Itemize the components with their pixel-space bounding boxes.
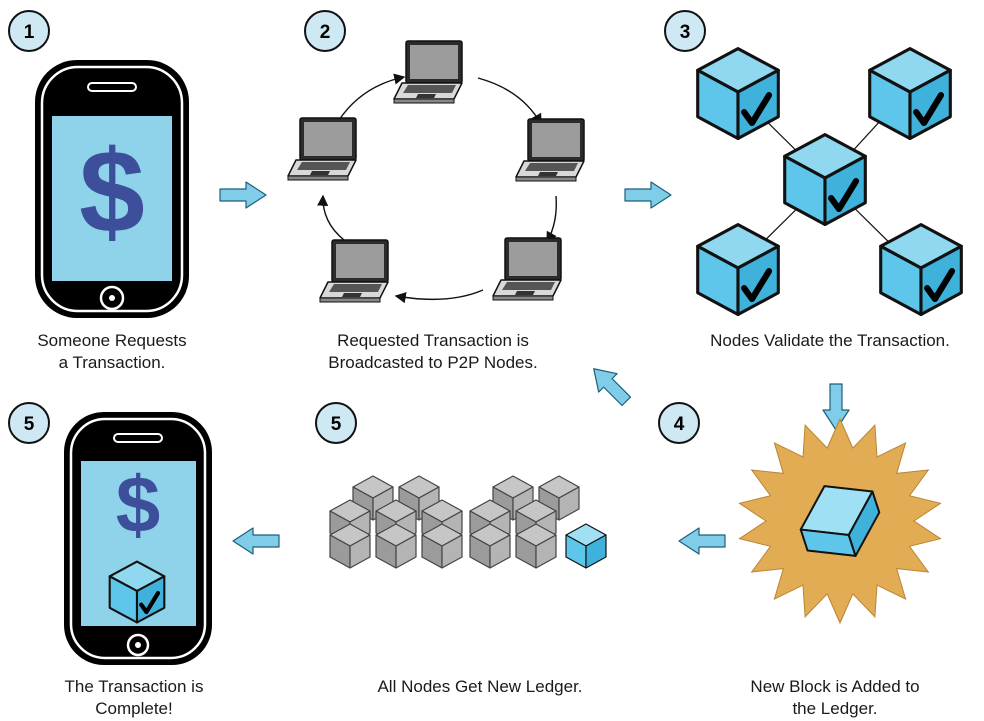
dollar-sign: $ bbox=[116, 460, 161, 549]
step-number: 5 bbox=[24, 414, 35, 435]
step-5-complete-caption: The Transaction is Complete! bbox=[34, 676, 234, 720]
step-badge-5-ledger: 5 bbox=[315, 402, 357, 444]
caption-line: Broadcasted to P2P Nodes. bbox=[328, 353, 538, 372]
caption-line: Nodes Validate the Transaction. bbox=[710, 331, 950, 350]
caption-line: All Nodes Get New Ledger. bbox=[377, 677, 583, 696]
step-5-ledger-caption: All Nodes Get New Ledger. bbox=[330, 676, 630, 698]
step-3-caption: Nodes Validate the Transaction. bbox=[680, 330, 980, 352]
step-number: 5 bbox=[331, 414, 342, 435]
caption-line: The Transaction is bbox=[64, 677, 204, 696]
new-block-burst-icon bbox=[738, 417, 942, 625]
validated-cube-icon bbox=[698, 225, 779, 315]
step-badge-3: 3 bbox=[664, 10, 706, 52]
arrow-right-icon bbox=[219, 181, 267, 209]
ledger-chain-diagram bbox=[329, 475, 607, 569]
new-block-cube-icon bbox=[565, 523, 607, 569]
step-number: 1 bbox=[24, 22, 35, 43]
step-badge-5-complete: 5 bbox=[8, 402, 50, 444]
validated-cube-icon bbox=[785, 135, 866, 225]
p2p-network-diagram bbox=[287, 40, 585, 304]
step-2-caption: Requested Transaction is Broadcasted to … bbox=[298, 330, 568, 374]
laptop-icon bbox=[515, 118, 585, 182]
validated-cube-icon bbox=[110, 562, 165, 623]
caption-line: New Block is Added to bbox=[750, 677, 920, 696]
laptop-icon bbox=[492, 237, 562, 301]
phone-complete-icon: $ bbox=[64, 412, 212, 665]
validating-nodes-diagram bbox=[698, 49, 962, 315]
validated-cube-icon bbox=[698, 49, 779, 139]
step-4-caption: New Block is Added to the Ledger. bbox=[720, 676, 950, 720]
caption-line: Complete! bbox=[95, 699, 173, 718]
caption-line: Requested Transaction is bbox=[337, 331, 529, 350]
step-number: 3 bbox=[680, 22, 691, 43]
caption-line: a Transaction. bbox=[58, 353, 166, 372]
step-number: 2 bbox=[320, 22, 331, 43]
step-badge-4: 4 bbox=[658, 402, 700, 444]
step-badge-1: 1 bbox=[8, 10, 50, 52]
caption-line: the Ledger. bbox=[792, 699, 878, 718]
step-number: 4 bbox=[674, 414, 685, 435]
laptop-icon bbox=[393, 40, 463, 104]
caption-line: Someone Requests bbox=[37, 331, 187, 350]
arrow-right-icon bbox=[624, 181, 672, 209]
arrow-left-icon bbox=[232, 527, 280, 555]
validated-cube-icon bbox=[881, 225, 962, 315]
arrow-left-icon bbox=[678, 527, 726, 555]
laptop-icon bbox=[319, 239, 389, 303]
step-badge-2: 2 bbox=[304, 10, 346, 52]
laptop-icon bbox=[287, 117, 357, 181]
arrow-down-icon bbox=[822, 383, 850, 431]
step-1-caption: Someone Requests a Transaction. bbox=[12, 330, 212, 374]
dollar-sign: $ bbox=[79, 126, 145, 258]
phone-dollar-icon: $ bbox=[35, 60, 189, 318]
arrow-up-left-icon bbox=[583, 358, 637, 412]
validated-cube-icon bbox=[870, 49, 951, 139]
